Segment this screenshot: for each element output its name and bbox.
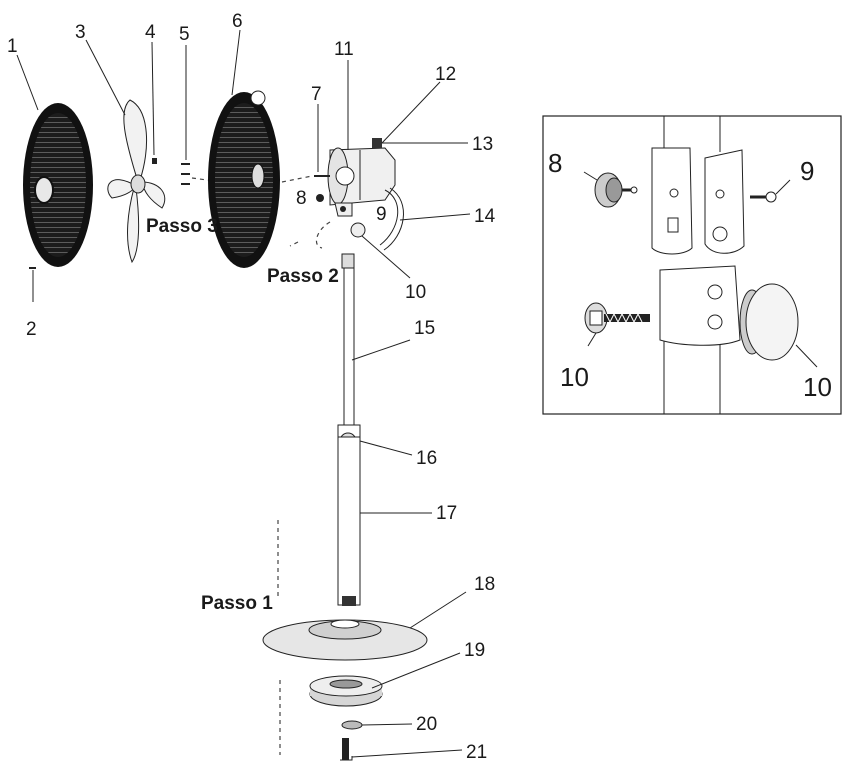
callout-7: 7 bbox=[311, 84, 322, 105]
detail-nut bbox=[739, 283, 799, 361]
callout-18: 18 bbox=[474, 574, 495, 595]
callout-19: 19 bbox=[464, 640, 485, 661]
callout-13: 13 bbox=[472, 134, 493, 155]
callout-10: 10 bbox=[405, 282, 426, 303]
callout-3: 3 bbox=[75, 22, 86, 43]
callout-15: 15 bbox=[414, 318, 435, 339]
bracket-left-plate bbox=[651, 147, 693, 255]
callout-16: 16 bbox=[416, 448, 437, 469]
step-3-label: Passo 3 bbox=[146, 216, 218, 237]
spinner-cap bbox=[152, 158, 157, 164]
base-plate bbox=[262, 619, 428, 661]
detail-callout-9: 9 bbox=[800, 156, 814, 186]
tilt-knob-small bbox=[316, 194, 324, 202]
leader-lines bbox=[16, 29, 471, 758]
step-1-label: Passo 1 bbox=[201, 593, 273, 614]
callout-14: 14 bbox=[474, 206, 496, 227]
rear-grill bbox=[208, 90, 280, 268]
front-grill bbox=[23, 103, 93, 267]
tilt-knob-round bbox=[350, 222, 366, 238]
callout-2: 2 bbox=[26, 319, 37, 340]
base-weight bbox=[309, 675, 383, 707]
callout-4: 4 bbox=[145, 22, 156, 43]
detail-screw bbox=[750, 191, 777, 203]
callout-17: 17 bbox=[436, 503, 457, 524]
detail-callout-10a: 10 bbox=[560, 362, 589, 392]
pole-clamp-block bbox=[659, 265, 741, 346]
callout-9: 9 bbox=[376, 204, 387, 225]
callout-21: 21 bbox=[466, 742, 487, 763]
upper-pole bbox=[341, 253, 355, 434]
grill-clip bbox=[29, 267, 36, 302]
step-2-label: Passo 2 bbox=[267, 266, 339, 287]
base-screw bbox=[340, 738, 353, 761]
callout-5: 5 bbox=[179, 24, 190, 45]
callout-1: 1 bbox=[7, 36, 18, 57]
fan-blade bbox=[107, 99, 166, 264]
callout-6: 6 bbox=[232, 11, 243, 32]
bracket-right-plate bbox=[704, 149, 745, 254]
motor-housing bbox=[327, 138, 404, 251]
callout-20: 20 bbox=[416, 714, 437, 735]
detail-bolt bbox=[584, 302, 650, 334]
detail-inset: 8 9 10 10 bbox=[542, 115, 842, 415]
washer bbox=[341, 720, 363, 730]
callout-labels: 1 2 3 4 5 6 7 8 9 10 11 12 13 14 15 16 1… bbox=[7, 11, 496, 763]
detail-knob bbox=[594, 172, 638, 208]
callout-12: 12 bbox=[435, 64, 456, 85]
callout-11: 11 bbox=[334, 39, 354, 60]
detail-callout-8: 8 bbox=[548, 148, 562, 178]
lower-pole bbox=[337, 436, 361, 606]
callout-8: 8 bbox=[296, 188, 307, 209]
detail-callout-10b: 10 bbox=[803, 372, 832, 402]
